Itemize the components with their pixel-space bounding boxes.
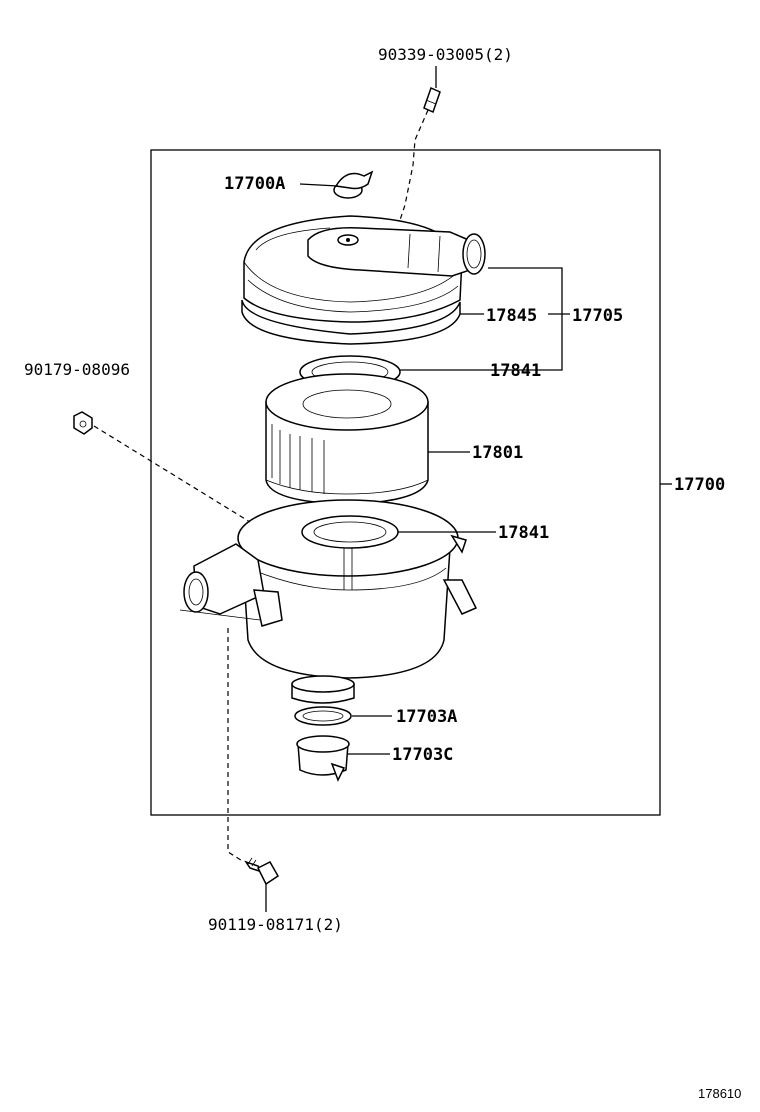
bolt-90339-03005 xyxy=(399,66,441,221)
figure-reference-number: 178610 xyxy=(698,1086,741,1101)
label-gasket-17841-lower: 17841 xyxy=(498,523,549,543)
label-assembly-17700: 17700 xyxy=(674,475,725,495)
label-cap-17700a: 17700A xyxy=(224,174,285,194)
label-cover-17705: 17705 xyxy=(572,306,623,326)
label-bolt-90339-03005: 90339-03005(2) xyxy=(378,45,513,64)
air-cleaner-top-cover xyxy=(243,215,486,323)
filter-element-17801 xyxy=(265,373,429,505)
label-nut-90179-08096: 90179-08096 xyxy=(24,360,130,379)
nut-90179-08096 xyxy=(73,411,251,523)
label-element-17801: 17801 xyxy=(472,443,523,463)
label-gasket-17845: 17845 xyxy=(486,306,537,326)
bolt-90119-08171 xyxy=(227,628,279,912)
label-valve-17703c: 17703C xyxy=(392,745,453,765)
cap-17700a xyxy=(299,170,374,199)
valve-17703c xyxy=(296,735,350,782)
label-gasket-17841-upper: 17841 xyxy=(490,361,541,381)
gasket-17841-lower xyxy=(301,515,399,549)
label-bolt-90119-08171: 90119-08171(2) xyxy=(208,915,343,934)
ring-17703a xyxy=(294,706,352,726)
leader-lines xyxy=(348,267,672,755)
label-ring-17703a: 17703A xyxy=(396,707,457,727)
outlet-tube xyxy=(291,675,355,704)
assembly-boundary-box xyxy=(150,149,661,816)
